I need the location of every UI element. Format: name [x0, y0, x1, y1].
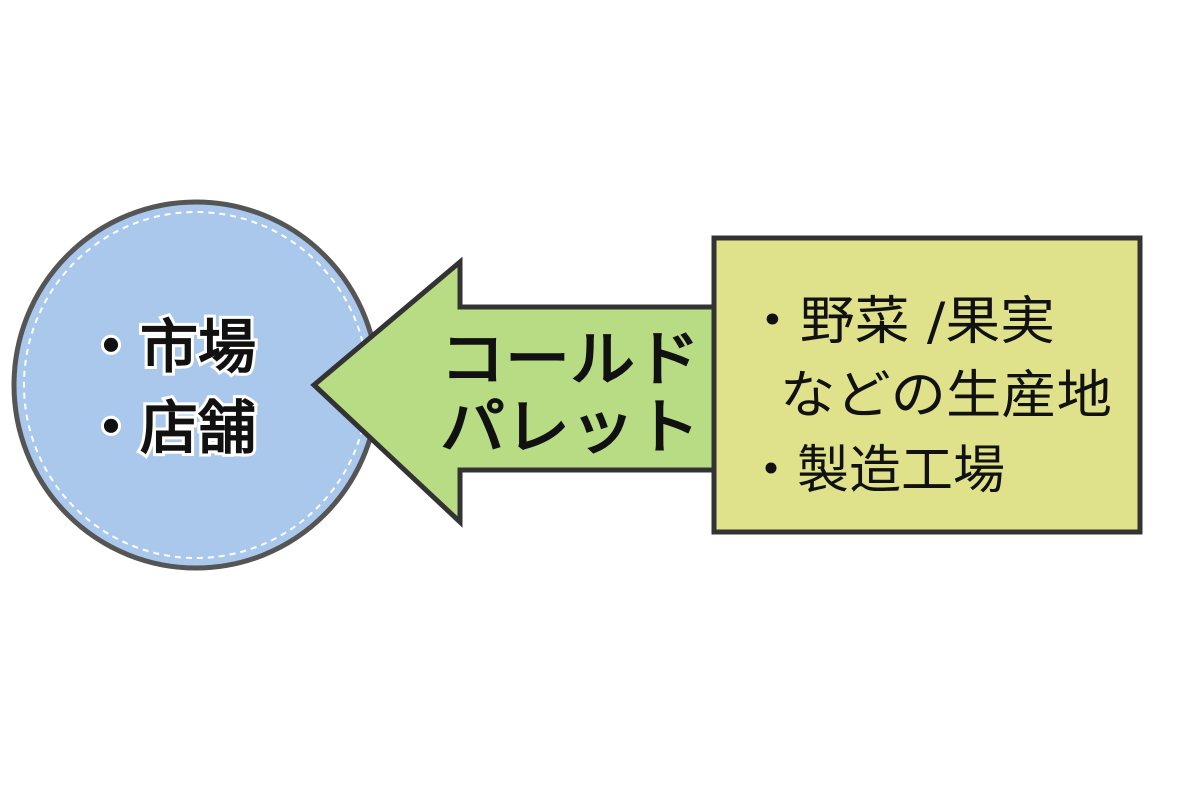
cold-pallet-arrow: コールド パレット — [310, 256, 721, 528]
destination-node: ・市場 ・店舗 — [11, 199, 381, 571]
source-item-farms-line1: ・野菜 /果実 — [745, 292, 1055, 352]
destination-item-market: ・市場 — [82, 313, 256, 381]
destination-item-store: ・店舗 — [82, 394, 256, 462]
arrow-label-line1: コールド — [440, 325, 700, 395]
source-node: ・野菜 /果実 などの生産地 ・製造工場 — [711, 235, 1143, 535]
source-item-farms-line2: などの生産地 — [780, 366, 1112, 426]
arrow-label-line2: パレット — [440, 393, 700, 463]
source-box — [711, 235, 1143, 535]
source-item-factory: ・製造工場 — [745, 441, 1005, 501]
